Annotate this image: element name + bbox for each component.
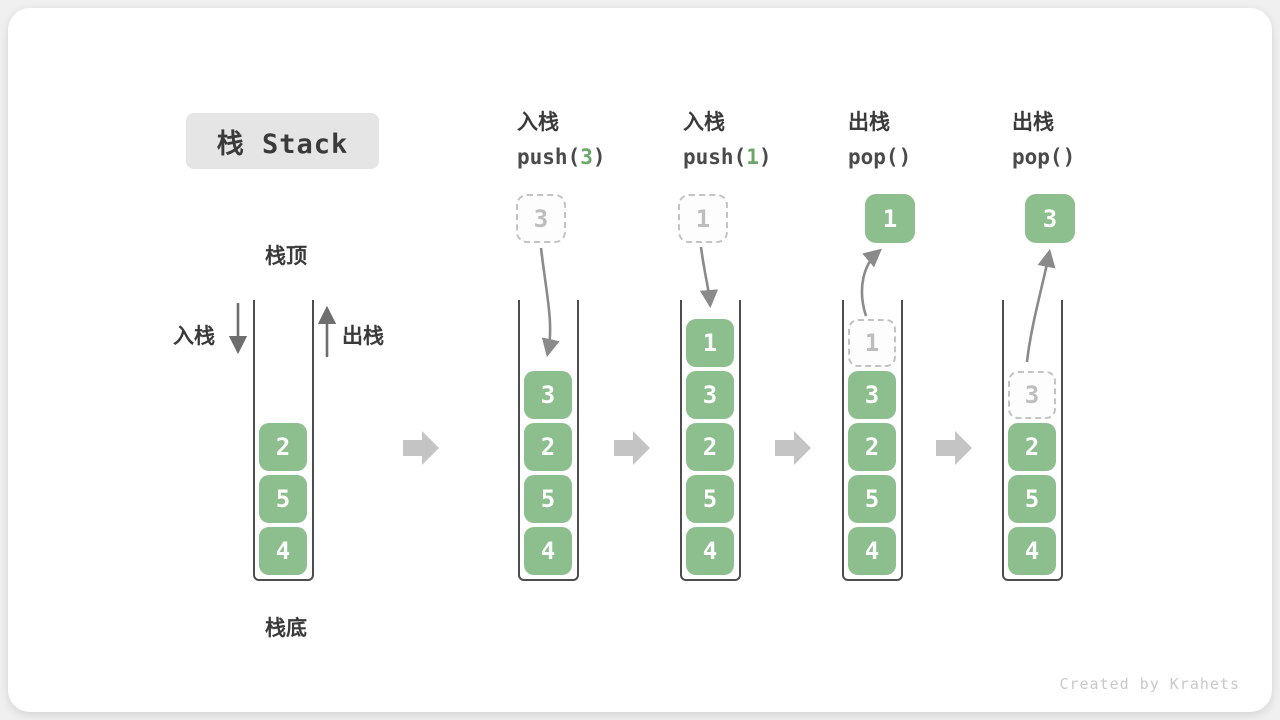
stack-cell-ghost: 1 [848,319,896,367]
push-direction-label: 入栈 [173,324,215,348]
page-title: 栈 Stack [216,128,349,160]
stack-cell: 2 [848,423,896,471]
op-label: 入栈 [517,110,559,134]
popped-cell: 3 [1025,194,1075,243]
stack-cell-ghost: 3 [1008,371,1056,419]
stack-cell: 1 [686,319,734,367]
stack-cell: 4 [259,527,307,575]
stack-container-push-1 [680,300,741,581]
stack-cell: 5 [1008,475,1056,523]
watermark: Created by Krahets [1059,675,1240,693]
stack-container-push-3 [518,300,579,581]
stack-cell: 2 [686,423,734,471]
op-header-pop-3: 出栈 pop() [1012,106,1075,169]
stack-cell: 3 [686,371,734,419]
stack-cell: 4 [1008,527,1056,575]
stack-cell: 4 [524,527,572,575]
stack-cell: 5 [524,475,572,523]
stack-bottom-label: 栈底 [265,616,307,640]
stack-cell: 2 [524,423,572,471]
stack-cell: 2 [259,423,307,471]
op-header-push-1: 入栈 push(1) [683,106,772,169]
popped-cell: 1 [865,194,915,243]
op-label: 入栈 [683,110,725,134]
pop-direction-label: 出栈 [342,324,384,348]
op-code-arg: 3 [580,145,593,169]
stack-cell: 5 [259,475,307,523]
stack-container-initial [253,300,314,581]
stack-cell: 4 [848,527,896,575]
op-code: pop() [848,145,912,169]
op-code: push(3) [517,145,606,169]
stack-top-label: 栈顶 [265,244,307,268]
pushed-cell: 3 [516,194,566,243]
op-code-arg: 1 [746,145,759,169]
stack-container-pop-1 [842,300,903,581]
op-header-push-3: 入栈 push(3) [517,106,606,169]
op-header-pop-1: 出栈 pop() [848,106,911,169]
pushed-cell: 1 [678,194,728,243]
stack-cell: 4 [686,527,734,575]
title-box: 栈 Stack [186,113,379,169]
op-label: 出栈 [848,110,890,134]
stack-cell: 5 [848,475,896,523]
op-label: 出栈 [1012,110,1054,134]
stack-container-pop-3 [1002,300,1063,581]
stack-cell: 2 [1008,423,1056,471]
stack-cell: 5 [686,475,734,523]
stack-cell: 3 [848,371,896,419]
op-code: pop() [1012,145,1076,169]
stack-cell: 3 [524,371,572,419]
op-code: push(1) [683,145,772,169]
